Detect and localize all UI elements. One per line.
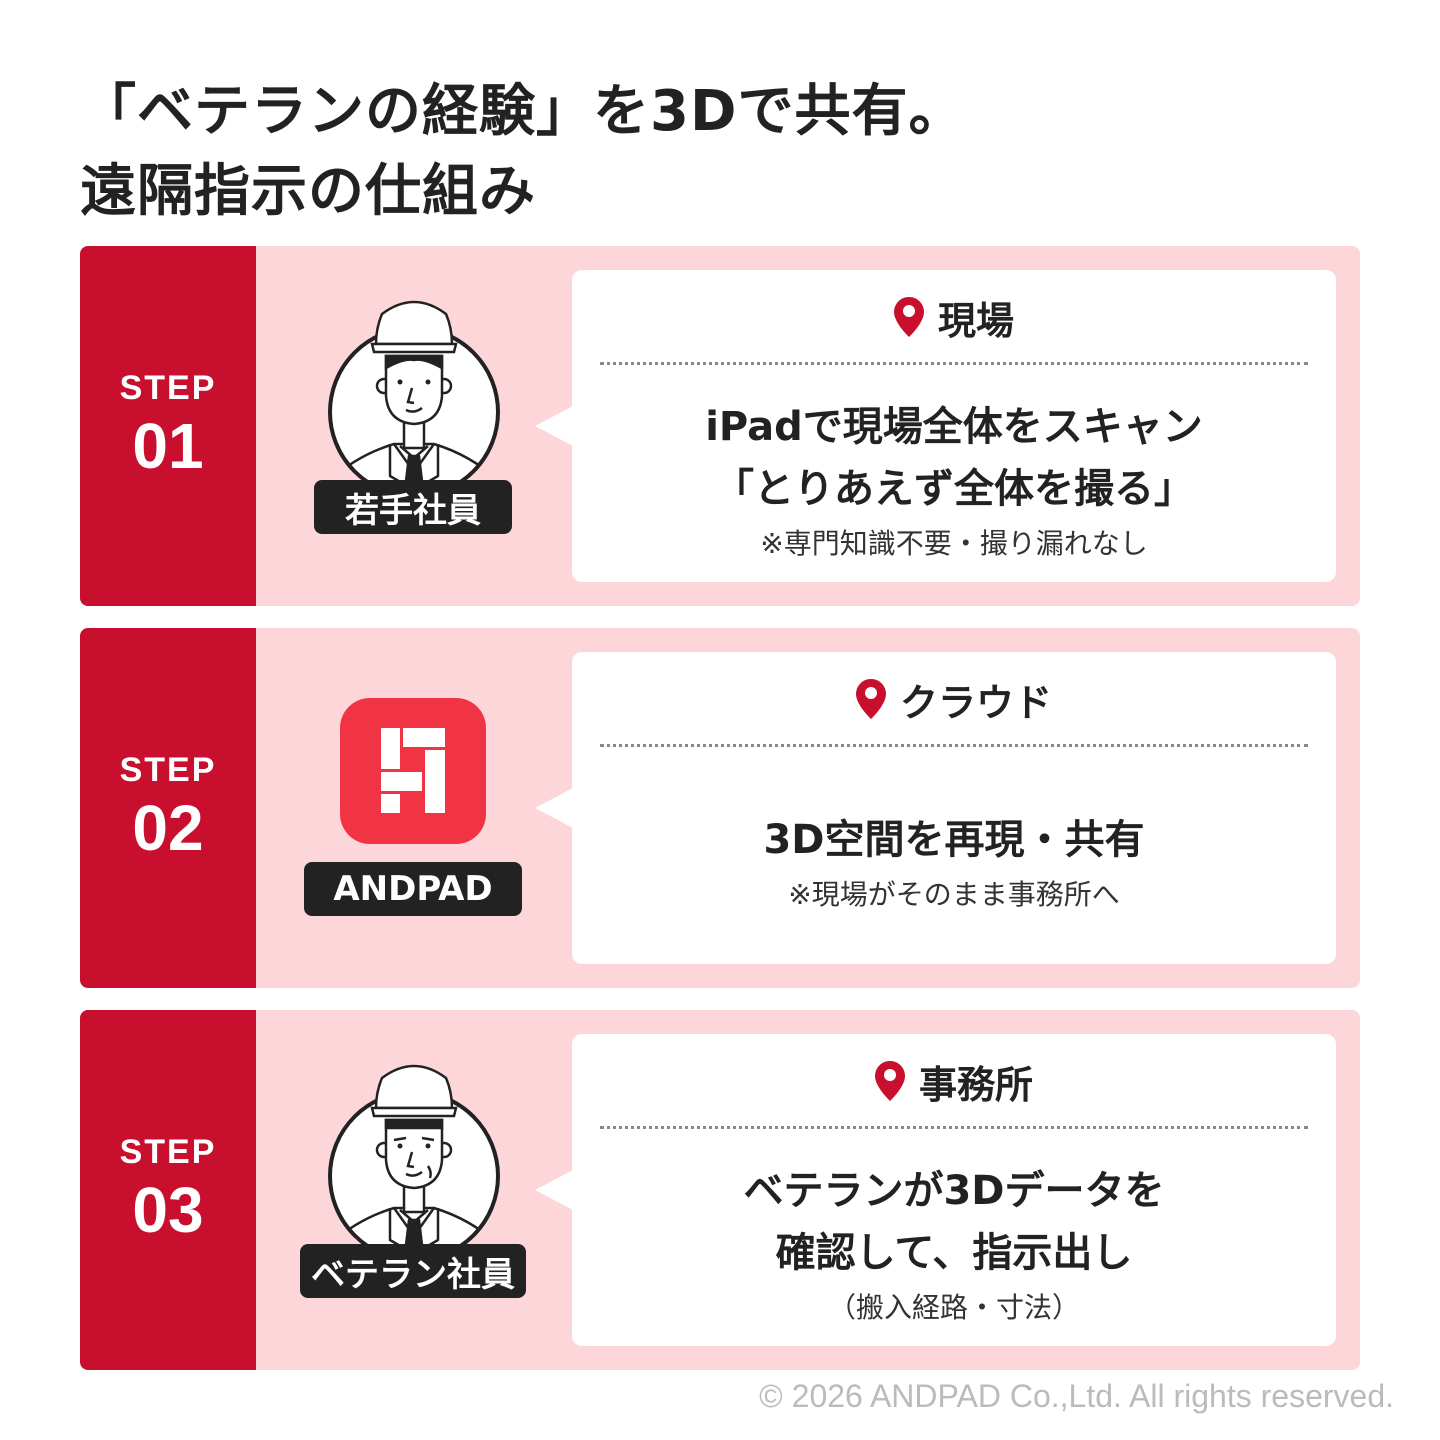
step-detail-box: 現場 iPadで現場全体をスキャン 「とりあえず全体を撮る」 ※専門知識不要・撮… [572, 270, 1336, 582]
step-number: 03 [132, 1174, 204, 1246]
dotted-divider [600, 1126, 1308, 1129]
location-pin-icon [893, 297, 924, 337]
step-label: STEP [119, 1133, 217, 1171]
actor-label: 若手社員 [314, 480, 512, 534]
speech-pointer [535, 788, 573, 828]
dotted-divider [600, 744, 1308, 747]
step-badge: STEP 01 [80, 246, 256, 606]
main-text-line: 3D空間を再現・共有 [763, 817, 1145, 863]
place-heading: 現場 [572, 292, 1336, 343]
step-card-1: STEP 01 若手社員 現場 [80, 246, 1360, 606]
main-text-line: ベテランが3Dデータを [743, 1168, 1165, 1214]
location-pin-icon [874, 1061, 905, 1101]
step-badge: STEP 02 [80, 628, 256, 988]
note-text: （搬入経路・寸法） [827, 1291, 1080, 1324]
andpad-logo-icon [340, 698, 486, 844]
place-label: クラウド [899, 680, 1052, 725]
page-title: 「ベテランの経験」を3Dで共有。 遠隔指示の仕組み [80, 72, 965, 232]
speech-pointer [535, 1170, 573, 1210]
step-detail-box: クラウド 3D空間を再現・共有 ※現場がそのまま事務所へ [572, 652, 1336, 964]
step-label: STEP [119, 369, 217, 407]
young-worker-icon [328, 300, 500, 498]
step-number: 01 [132, 410, 204, 482]
step-card-2: STEP 02 ANDPAD クラウド 3D空間を再現・共有 ※現場がそのまま事… [80, 628, 1360, 988]
place-label: 事務所 [918, 1062, 1033, 1107]
actor-label: ANDPAD [304, 862, 522, 916]
title-line-1: 「ベテランの経験」を3Dで共有。 [80, 79, 966, 144]
step-badge: STEP 03 [80, 1010, 256, 1370]
main-text-line: iPadで現場全体をスキャン [705, 404, 1203, 450]
main-text-line: 「とりあえず全体を撮る」 [714, 466, 1194, 512]
actor-label: ベテラン社員 [300, 1244, 526, 1298]
location-pin-icon [855, 679, 886, 719]
title-line-2: 遠隔指示の仕組み [80, 159, 536, 224]
dotted-divider [600, 362, 1308, 365]
note-text: ※専門知識不要・撮り漏れなし [760, 527, 1148, 560]
copyright-footer: © 2026 ANDPAD Co.,Ltd. All rights reserv… [759, 1378, 1394, 1414]
step-number: 02 [132, 792, 204, 864]
speech-pointer [535, 406, 573, 446]
place-label: 現場 [937, 298, 1014, 343]
step-card-3: STEP 03 ベテラン社員 [80, 1010, 1360, 1370]
step-label: STEP [119, 751, 217, 789]
place-heading: クラウド [572, 674, 1336, 725]
place-heading: 事務所 [572, 1056, 1336, 1107]
main-text-line: 確認して、指示出し [775, 1230, 1133, 1276]
step-detail-box: 事務所 ベテランが3Dデータを 確認して、指示出し （搬入経路・寸法） [572, 1034, 1336, 1346]
note-text: ※現場がそのまま事務所へ [788, 878, 1120, 911]
